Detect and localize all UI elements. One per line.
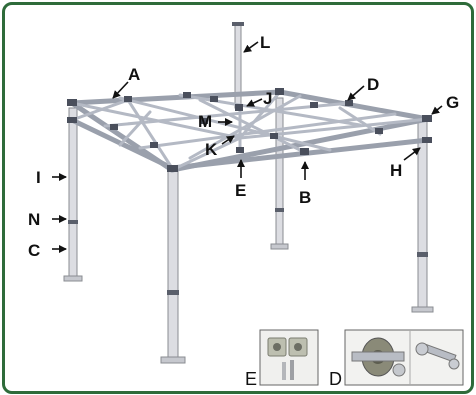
arrow-d (347, 85, 365, 101)
joint (236, 147, 244, 153)
label-i: I (36, 168, 41, 187)
joint (67, 117, 77, 123)
label-j: J (263, 89, 272, 108)
leg-back-right (275, 97, 284, 247)
truss-frame (69, 89, 431, 173)
label-e: E (235, 181, 246, 200)
joint (200, 118, 208, 124)
joint (110, 124, 118, 130)
joints (67, 88, 432, 172)
label-l: L (260, 33, 270, 52)
joint (124, 96, 132, 102)
pointer-arrows (52, 41, 443, 253)
joint (270, 133, 278, 139)
joint (150, 142, 158, 148)
bolt (290, 360, 294, 380)
joint (300, 148, 309, 155)
joint (375, 128, 383, 134)
arrow-g (431, 105, 443, 115)
bolt (282, 362, 286, 380)
joint (310, 102, 318, 108)
leg-back-left (68, 107, 78, 279)
arrow-a (112, 81, 129, 99)
arrow-j (246, 98, 263, 107)
joint (345, 100, 353, 106)
joint (183, 92, 191, 98)
label-h: H (390, 161, 402, 180)
collar (417, 252, 428, 257)
label-k: K (205, 140, 218, 159)
inset-photo-e (259, 329, 319, 386)
cap (232, 22, 244, 26)
joint (275, 88, 284, 95)
foot (411, 306, 434, 313)
label-b: B (299, 188, 311, 207)
label-g: G (446, 93, 459, 112)
label-c: C (28, 241, 40, 260)
collar (167, 290, 179, 295)
label-m: M (198, 112, 212, 131)
joint (210, 96, 218, 102)
label-d: D (367, 75, 379, 94)
arrow-k (221, 135, 235, 145)
joint (235, 104, 243, 111)
foot (160, 356, 186, 364)
bolt (351, 351, 405, 362)
leg-front-right (417, 117, 428, 311)
joint (422, 115, 432, 122)
leg-front-left (167, 169, 179, 361)
label-a: A (128, 65, 140, 84)
inset-label-e: E (245, 369, 257, 389)
joint (167, 165, 178, 172)
inset-photo-d (344, 329, 464, 386)
arrow-h (403, 147, 421, 161)
inset-label-d: D (329, 369, 342, 389)
joint (422, 137, 432, 143)
arrow-l (243, 41, 259, 53)
feet (63, 243, 434, 364)
foot (63, 275, 83, 282)
label-n: N (28, 210, 40, 229)
joint (67, 99, 77, 106)
leg-collars (68, 22, 428, 295)
collar (275, 208, 284, 212)
foot (270, 243, 289, 250)
collar (68, 220, 78, 224)
